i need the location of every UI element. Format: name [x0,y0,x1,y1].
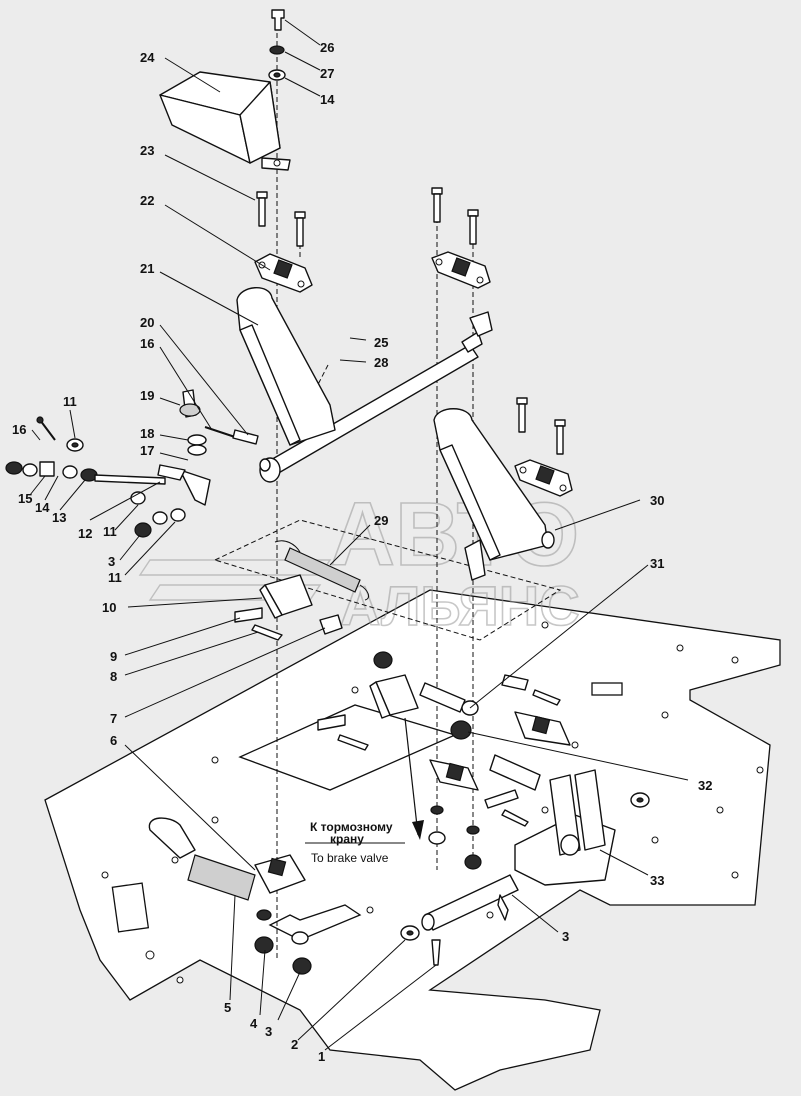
callout-3: 3 [108,554,115,569]
callout-25: 26 [320,40,334,55]
callout-3: 3 [265,1024,272,1039]
pedal-shaft-assembly [236,287,555,581]
callout-32: 33 [650,873,664,888]
callout-14: 14 [320,92,335,107]
leader-lines [29,19,689,1051]
bolts [256,187,566,455]
callout-8: 8 [110,669,117,684]
top-fasteners [268,9,286,81]
callout-31: 32 [698,778,712,793]
lower-left-parts [148,817,312,975]
callout-7: 7 [110,711,117,726]
callout-15: 15 [18,491,32,506]
callout-27: 28 [374,355,388,370]
callout-11: 11 [108,570,122,585]
callout-17: 17 [140,443,154,458]
callout-30: 31 [650,556,664,571]
callout-16: 16 [12,422,26,437]
annotation-ru-line2: крану [330,832,364,846]
spring-and-linkage [234,540,571,751]
watermark: АВТО АЛЬЯНС [138,484,580,638]
bearing-brackets [254,251,573,497]
callout-23: 23 [140,143,154,158]
callout-21: 21 [140,261,154,276]
pedal-cover [159,71,291,171]
callout-14: 14 [35,500,50,515]
annotation-en: To brake valve [311,851,389,865]
callout-26: 27 [320,66,334,81]
callout-11: 11 [63,394,77,409]
callout-29: 30 [650,493,664,508]
callout-20: 20 [140,315,154,330]
callout-9: 9 [110,649,117,664]
callout-10: 10 [102,600,116,615]
callout-28: 29 [374,513,388,528]
right-lower-linkage [400,754,650,966]
callout-11: 11 [103,524,117,539]
callout-25: 25 [374,335,388,350]
callout-33: 3 [562,929,569,944]
callout-12: 12 [78,526,92,541]
brake-valve-annotation: К тормозному крану To brake valve [305,717,424,865]
annotation-ru-line1: К тормозному [310,820,393,834]
callout-19: 19 [140,388,154,403]
callout-24: 24 [140,50,155,65]
floor-plate [44,589,781,1091]
callout-5: 5 [224,1000,231,1015]
plate-holes [101,621,764,984]
callout-22: 22 [140,193,154,208]
callout-2: 2 [291,1037,298,1052]
callout-6: 6 [110,733,117,748]
callout-18: 18 [140,426,154,441]
callout-labels: 26 27 14 24 23 22 21 20 16 19 18 17 11 1… [12,40,712,1064]
watermark-line2: АЛЬЯНС [340,574,580,637]
callout-1: 1 [318,1049,325,1064]
callout-4: 4 [250,1016,258,1031]
callout-13: 13 [52,510,66,525]
callout-16: 16 [140,336,154,351]
